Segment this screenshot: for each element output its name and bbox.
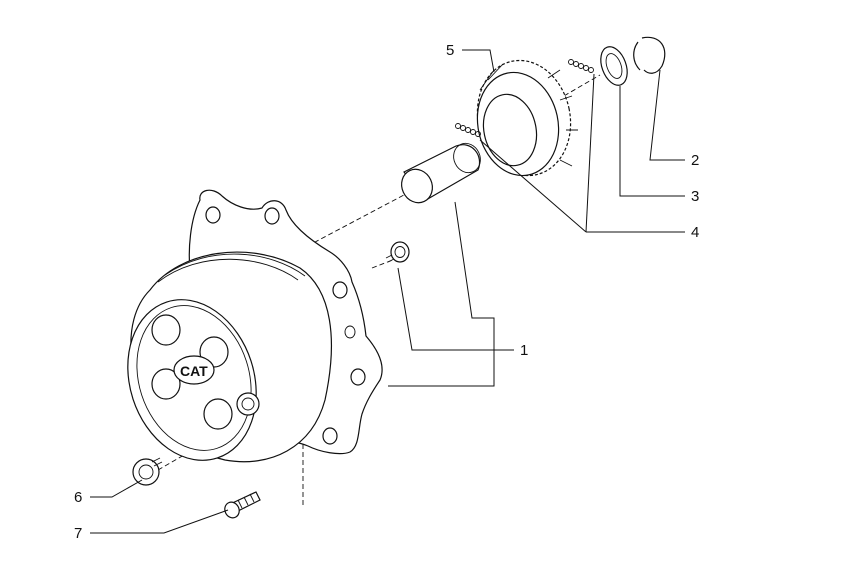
leader-2: [649, 69, 685, 161]
leader-7: [90, 509, 229, 534]
face-hole: [203, 398, 233, 430]
cat-logo-text: CAT: [180, 363, 208, 379]
leader-lines: [90, 49, 685, 534]
bushing-pin: [401, 142, 481, 204]
flange-hole: [322, 427, 338, 445]
cat-logo: CAT: [173, 355, 215, 385]
callout-1: 1: [520, 342, 528, 359]
flange-hole: [205, 206, 221, 224]
flange-hole: [332, 281, 348, 299]
callout-6: 6: [74, 489, 82, 506]
callout-labels: 1 2 3 4 5 6 7: [74, 42, 699, 542]
leader-6: [90, 479, 143, 498]
leader-3: [619, 86, 685, 197]
callout-2: 2: [691, 152, 699, 169]
bolt: [224, 491, 261, 519]
callout-3: 3: [691, 188, 699, 205]
drain-plug: [132, 457, 163, 486]
drain-port: [236, 392, 260, 416]
bearing-rollers: [455, 59, 594, 137]
housing-assembly: CAT: [127, 189, 383, 463]
leader-1: [388, 201, 495, 387]
flange-boss: [344, 325, 356, 339]
face-hole: [151, 368, 181, 400]
leader-5: [462, 49, 495, 73]
callout-5: 5: [446, 42, 454, 59]
retaining-ring: [633, 36, 666, 74]
thrust-washer: [600, 46, 628, 86]
callout-4: 4: [691, 224, 699, 241]
flange-hole: [350, 368, 366, 386]
flange-hole: [264, 207, 280, 225]
face-hole: [151, 314, 181, 346]
callout-7: 7: [74, 525, 82, 542]
gear: [476, 59, 578, 177]
grease-fitting: [385, 241, 410, 263]
